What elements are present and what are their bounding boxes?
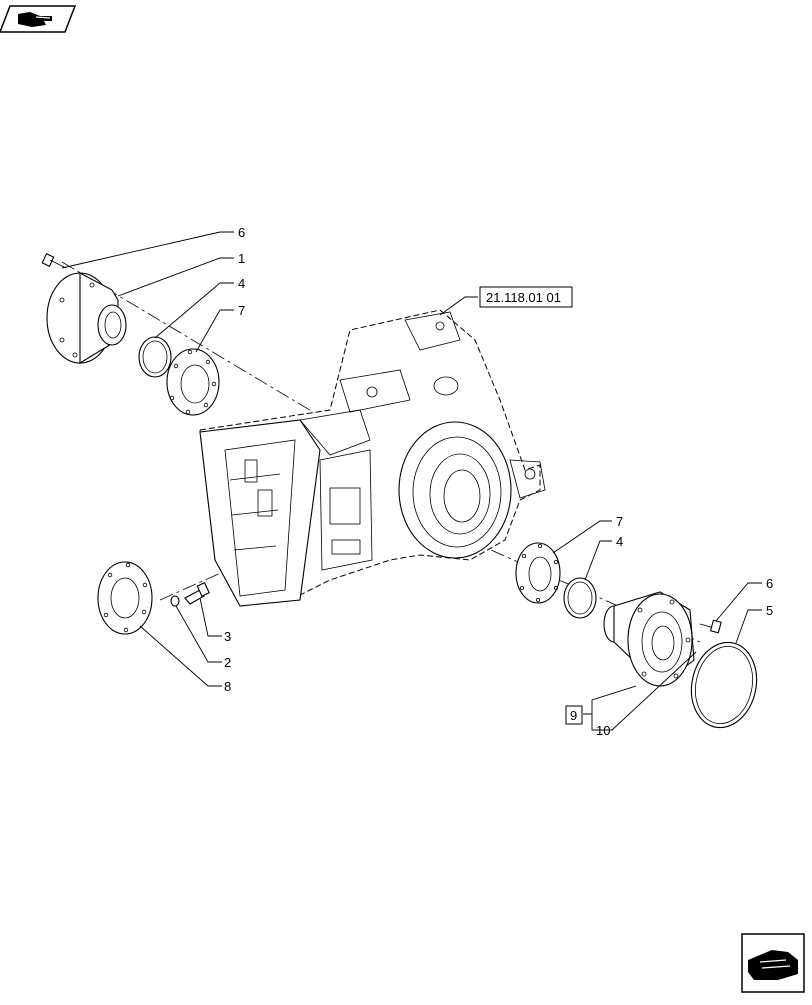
part-6-bolt-right xyxy=(699,619,722,634)
callout-labels: 6 1 4 7 21.118.01 01 3 2 8 7 4 6 5 9 10 xyxy=(224,225,773,738)
transmission-housing xyxy=(199,309,546,607)
part-7-gasket-right xyxy=(515,542,561,604)
callout-8: 8 xyxy=(224,679,231,694)
callout-9-box[interactable]: 9 xyxy=(565,705,583,725)
reference-link-label[interactable]: 21.118.01 01 xyxy=(486,290,561,305)
callout-2: 2 xyxy=(224,655,231,670)
callout-3: 3 xyxy=(224,629,231,644)
reference-link-box[interactable]: 21.118.01 01 xyxy=(479,286,573,308)
back-nav-button[interactable] xyxy=(0,5,77,33)
callout-10: 10 xyxy=(596,723,610,738)
part-7-gasket-top xyxy=(166,348,220,416)
part-4-o-ring-top xyxy=(138,336,172,378)
callout-1: 1 xyxy=(238,251,245,266)
callout-5: 5 xyxy=(766,603,773,618)
hand-pointer-back-icon xyxy=(18,12,52,27)
part-3-bolt xyxy=(184,582,210,605)
part-6-bolt-top xyxy=(41,253,67,269)
part-2-washer xyxy=(170,595,180,607)
leader-lines xyxy=(61,231,762,731)
part-10-flange-right xyxy=(603,591,695,687)
forward-nav-button[interactable] xyxy=(741,933,805,993)
part-5-o-ring-large xyxy=(690,641,758,729)
callout-6-right: 6 xyxy=(766,576,773,591)
part-4-o-ring-right xyxy=(563,577,597,619)
callout-6-top: 6 xyxy=(238,225,245,240)
callout-9-label[interactable]: 9 xyxy=(570,708,577,723)
callout-4-right: 4 xyxy=(616,534,623,549)
part-8-plate xyxy=(97,561,153,635)
part-1-flange-cover xyxy=(46,272,127,364)
callout-7-top: 7 xyxy=(238,303,245,318)
callout-4-top: 4 xyxy=(238,276,245,291)
hand-pointer-forward-icon xyxy=(748,950,798,980)
callout-7-right: 7 xyxy=(616,514,623,529)
